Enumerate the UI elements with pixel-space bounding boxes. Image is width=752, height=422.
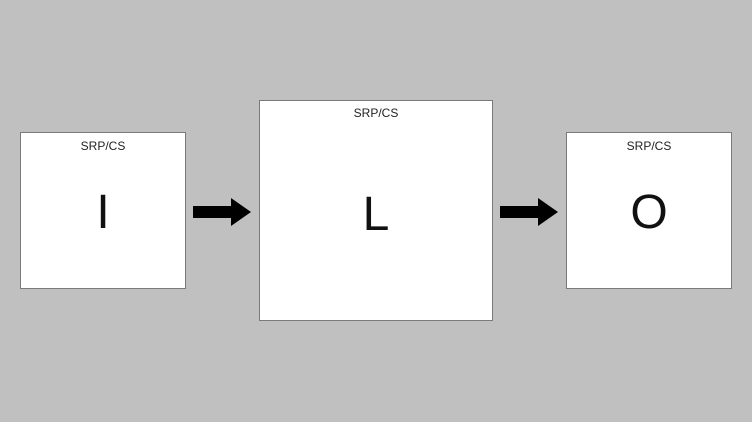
output-box: SRP/CS O bbox=[566, 132, 732, 289]
logic-box-caption: SRP/CS bbox=[353, 106, 399, 120]
logic-box-letter: L bbox=[362, 188, 390, 241]
input-box-caption: SRP/CS bbox=[80, 139, 126, 153]
logic-box: SRP/CS L bbox=[259, 100, 493, 321]
arrow-right-icon bbox=[193, 198, 251, 226]
output-box-letter: O bbox=[630, 186, 668, 239]
arrow-right-icon bbox=[500, 198, 558, 226]
output-box-caption: SRP/CS bbox=[626, 139, 672, 153]
input-box: SRP/CS I bbox=[20, 132, 186, 289]
input-box-letter: I bbox=[96, 186, 110, 239]
